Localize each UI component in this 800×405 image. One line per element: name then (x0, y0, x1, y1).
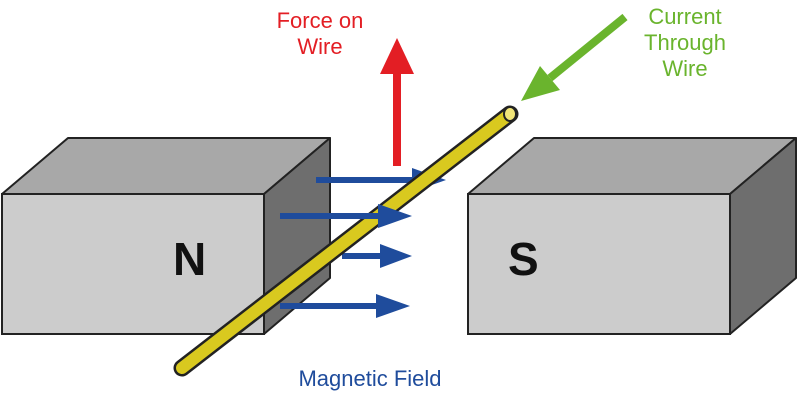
wire-end-cap (503, 106, 517, 122)
north-pole-letter: N (173, 233, 207, 285)
north-magnet-front-face (1, 193, 265, 335)
current-label-line-1: Current (648, 4, 722, 29)
north-magnet (1, 137, 331, 335)
magnetic-field-arrow-3 (342, 244, 412, 268)
south-magnet-front-face (467, 193, 731, 335)
current-label-line-2: Through (644, 30, 726, 55)
force-label-line-1: Force on (276, 8, 364, 33)
south-pole-letter: S (508, 233, 539, 285)
force-arrow (380, 38, 414, 166)
magnetic-field-arrow-2 (280, 204, 412, 228)
magnetic-field-arrow-4 (280, 294, 410, 318)
force-label-line-2: Wire (297, 34, 343, 59)
magnetic-field-label: Magnetic Field (298, 366, 442, 391)
current-label-line-3: Wire (662, 56, 708, 81)
south-magnet (467, 137, 797, 335)
current-arrow (521, 13, 628, 101)
wire (173, 105, 519, 377)
